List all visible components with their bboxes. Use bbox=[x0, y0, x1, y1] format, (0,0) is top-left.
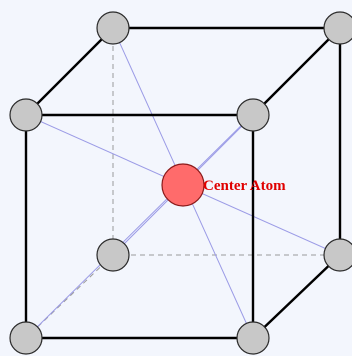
edge-top-left bbox=[24, 26, 115, 117]
corner-atom-back-top-right bbox=[323, 11, 352, 45]
visible-edges bbox=[24, 26, 342, 340]
corner-atom-back-bottom-right bbox=[323, 238, 352, 272]
corner-atoms bbox=[9, 11, 352, 355]
corner-atom-back-top-left bbox=[96, 11, 130, 45]
edge-bottom-right bbox=[251, 253, 342, 340]
corner-atom-back-bottom-left bbox=[96, 238, 130, 272]
corner-atom-front-top-right bbox=[236, 98, 270, 132]
center-atom bbox=[161, 163, 205, 207]
center-atom-label: Center Atom bbox=[203, 178, 286, 194]
edge-top-right bbox=[251, 26, 342, 117]
corner-atom-front-top-left bbox=[9, 98, 43, 132]
corner-atom-front-bottom-left bbox=[9, 321, 43, 355]
corner-atom-front-bottom-right bbox=[236, 321, 270, 355]
